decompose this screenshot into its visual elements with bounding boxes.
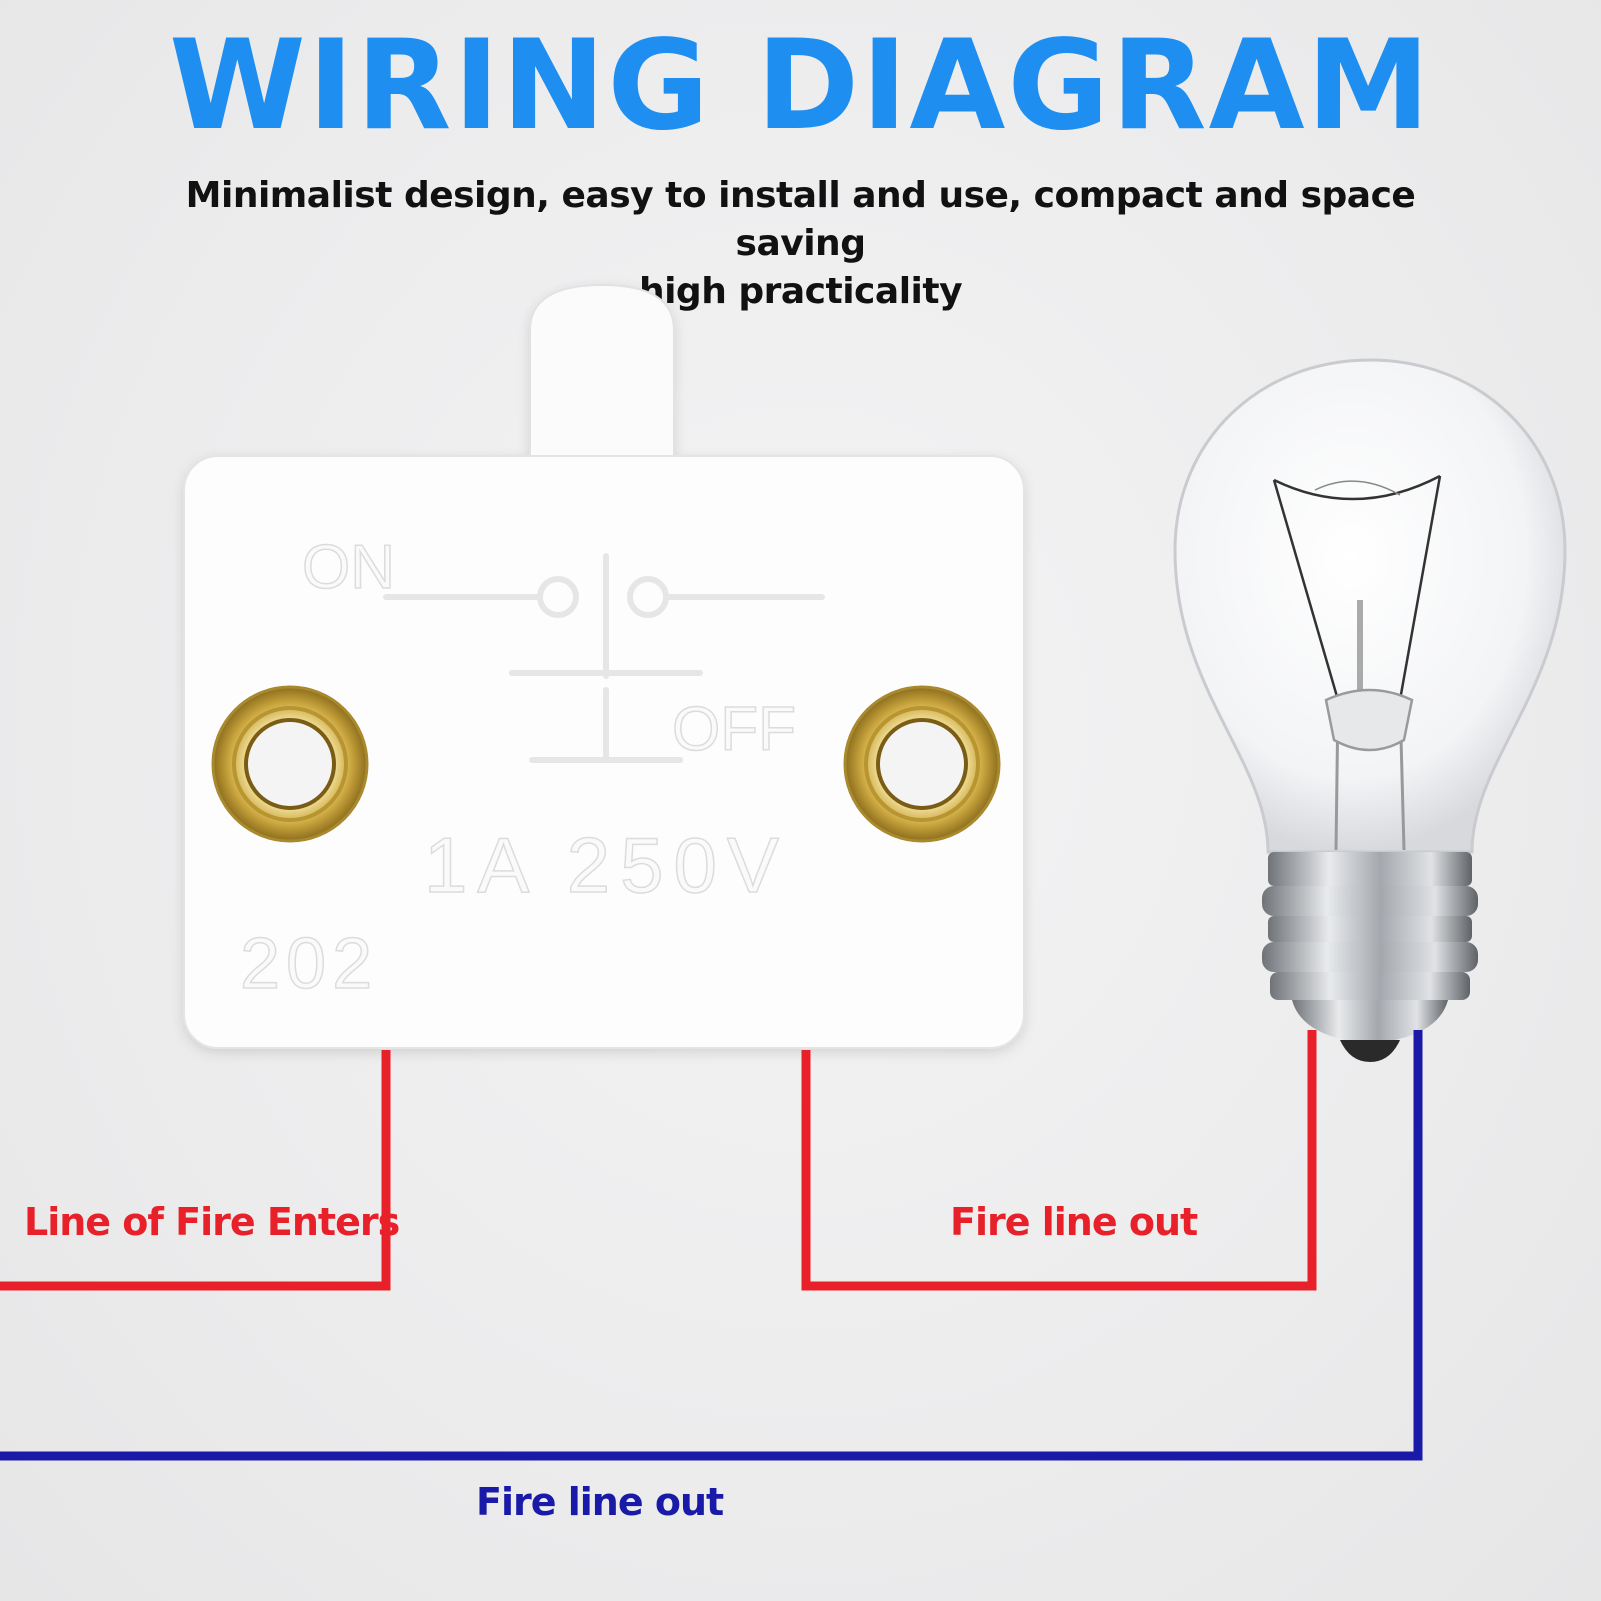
switch-rating: 1A 250V [424,821,789,909]
wire-output-live [801,1030,1317,1291]
wire-input-live [0,1050,391,1291]
bulb-glass [1173,358,1567,854]
light-bulb-icon [1173,358,1567,1062]
wire-return-neutral [0,1030,1423,1461]
subtitle-line-2: high practicality [638,271,963,312]
wire-label-output: Fire line out [950,1200,1198,1244]
switch-model: 202 [240,924,378,1004]
bulb-screw-base [1262,852,1478,1062]
switch-on-label: ON [302,533,395,602]
terminal-right [843,685,1001,843]
switch-schematic [383,553,825,763]
terminal-left [211,685,369,843]
bulb-filament [1272,474,1442,851]
wire-label-input: Line of Fire Enters [24,1200,400,1244]
page-subtitle: Minimalist design, easy to install and u… [150,172,1451,316]
page-title: WIRING DIAGRAM [169,14,1432,158]
switch-plunger [529,283,675,471]
switch-off-label: OFF [672,695,796,764]
wire-label-return: Fire line out [476,1480,724,1524]
subtitle-line-1: Minimalist design, easy to install and u… [185,175,1416,264]
